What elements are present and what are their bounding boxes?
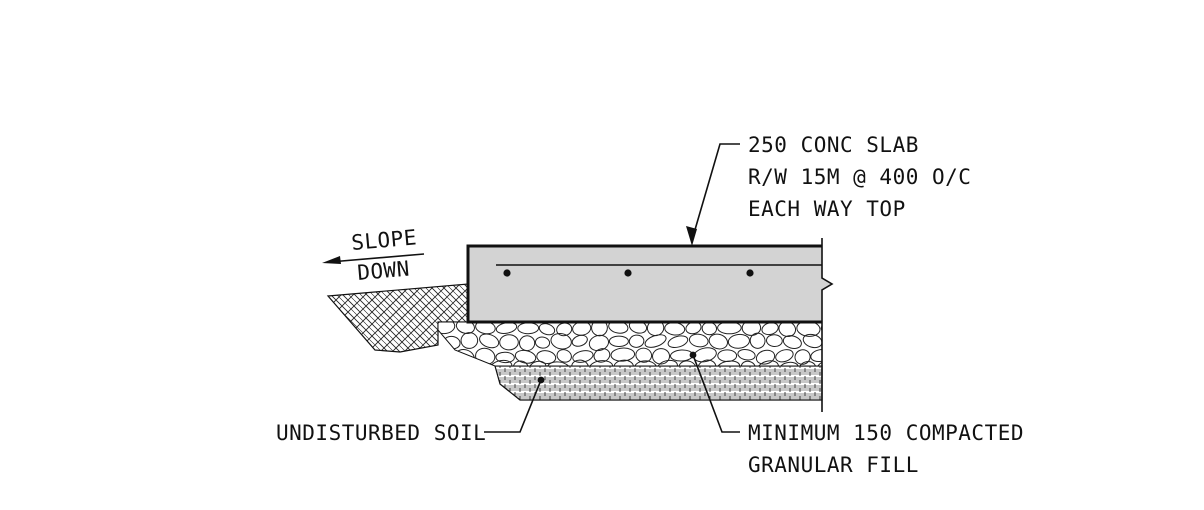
gravel-stone	[635, 347, 653, 363]
gravel-stone	[572, 350, 594, 363]
gravel-stone	[475, 322, 496, 335]
gravel-stone	[717, 322, 742, 335]
gravel-stone	[438, 348, 456, 366]
slab-break-line	[821, 238, 834, 412]
soil-label: UNDISTURBED SOIL	[276, 421, 486, 445]
slab-label-line-2: R/W 15M @ 400 O/C	[748, 165, 971, 189]
slab-label-line-3: EACH WAY TOP	[748, 197, 906, 221]
gravel-stone	[571, 334, 588, 347]
gravel-stone	[708, 333, 728, 350]
slope-label-top: SLOPE	[350, 225, 418, 255]
gravel-stone	[628, 334, 645, 348]
gravel-stone	[613, 359, 634, 366]
gravel-stone	[438, 322, 456, 335]
rebar-dot-1	[503, 269, 511, 277]
gravel-stone	[460, 332, 479, 349]
gravel-stone	[588, 360, 614, 366]
gravel-stone	[688, 333, 709, 348]
gravel-stone	[766, 334, 783, 348]
gravel-stone	[697, 359, 717, 366]
gravel-stone	[633, 360, 658, 366]
fill-label-line-1: MINIMUM 150 COMPACTED	[748, 421, 1024, 445]
slab-leader-arrowhead	[686, 226, 697, 246]
rebar-dot-3	[746, 269, 754, 277]
gravel-stone	[779, 361, 799, 366]
gravel-stone	[775, 349, 794, 363]
gravel-stone	[737, 348, 756, 361]
gravel-stone	[820, 322, 822, 334]
gravel-stone	[657, 359, 678, 366]
gravel-stone	[782, 335, 802, 349]
gravel-stone	[644, 334, 667, 348]
gravel-stone	[455, 322, 475, 334]
rebar-dot-2	[624, 269, 632, 277]
gravel-stone	[608, 335, 629, 347]
concrete-slab	[468, 246, 832, 322]
soil-leader-dot	[537, 376, 545, 384]
gravel-stone	[652, 348, 671, 365]
slope-arrow-head	[322, 256, 341, 264]
gravel-stone	[749, 332, 766, 349]
gravel-stone	[667, 335, 689, 349]
gravel-stone	[534, 336, 551, 349]
gravel-stone	[756, 360, 779, 366]
concrete-slab-outline	[466, 244, 822, 324]
fill-leader-line	[692, 354, 740, 433]
gravel-stone	[727, 333, 750, 349]
gravel-stone	[796, 322, 821, 337]
fill-label-line-2: GRANULAR FILL	[748, 453, 919, 477]
gravel-stone	[608, 322, 629, 334]
gravel-stone	[546, 361, 571, 366]
gravel-stone	[755, 349, 776, 365]
gravel-stone	[593, 348, 611, 363]
slope-label-bottom: DOWN	[356, 256, 410, 284]
gravel-stone	[495, 351, 515, 364]
gravel-stone	[528, 360, 547, 366]
gravel-stone	[443, 360, 466, 366]
gravel-stone	[628, 322, 648, 334]
gravel-stone	[678, 360, 697, 366]
soil-leader-line	[484, 379, 542, 433]
undisturbed-soil-slope-hatch	[326, 283, 469, 353]
gravel-stone	[550, 332, 572, 350]
gravel-stone	[479, 333, 500, 349]
slope-arrow-line	[329, 253, 425, 263]
undisturbed-soil-base-band	[494, 365, 823, 401]
gravel-stone	[556, 349, 572, 363]
fill-leader-dot	[689, 351, 697, 359]
gravel-stone	[610, 347, 636, 362]
gravel-stone	[489, 359, 513, 366]
gravel-stone	[822, 335, 844, 350]
slab-leader-line	[691, 143, 740, 241]
gravel-stone	[588, 334, 610, 352]
gravel-stone	[716, 360, 741, 366]
slab-label-line-1: 250 CONC SLAB	[748, 133, 919, 157]
gravel-stone	[518, 335, 536, 352]
gravel-stone	[794, 349, 811, 365]
gravel-stone	[499, 334, 519, 351]
gravel-stone	[538, 323, 556, 336]
gravel-stone	[798, 361, 817, 366]
gravel-stone	[514, 349, 537, 364]
gravel-stone	[740, 360, 757, 366]
